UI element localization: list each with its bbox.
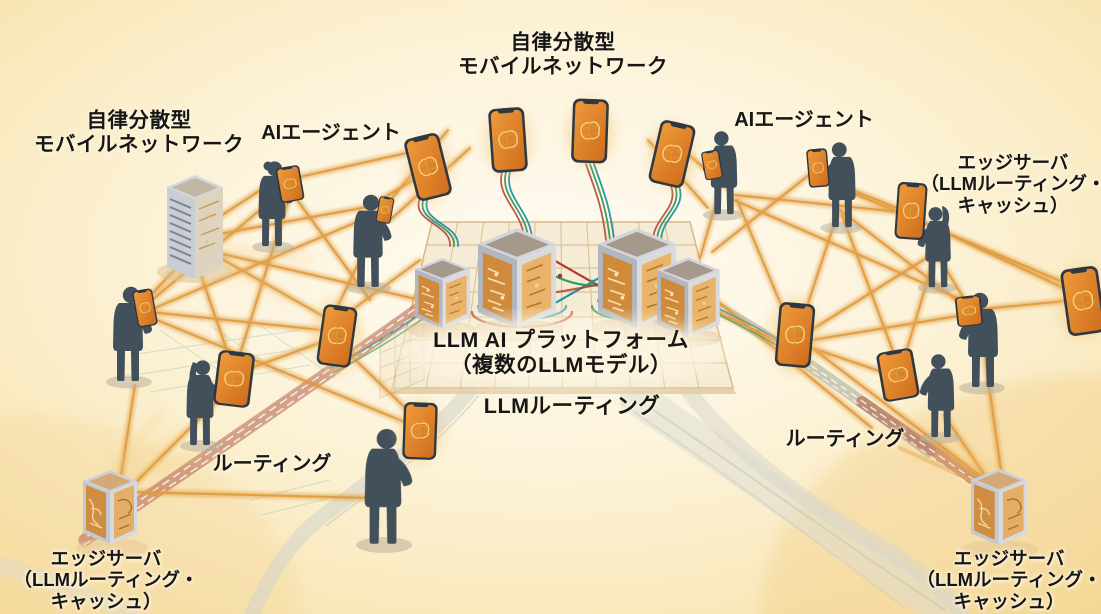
label-line: （複数のLLMモデル）	[450, 353, 672, 378]
label-routing-right: ルーティング	[785, 428, 905, 450]
llm-server-icon	[477, 227, 557, 330]
server-tower-icon	[166, 174, 224, 280]
label-haze	[397, 316, 727, 388]
label-network-left: 自律分散型 モバイルネットワーク	[34, 109, 244, 157]
label-line: キャッシュ）	[957, 194, 1069, 216]
tablet-icon	[806, 148, 830, 188]
label-network-top: 自律分散型 モバイルネットワーク	[458, 31, 668, 79]
label-line: 自律分散型	[86, 109, 192, 132]
people	[106, 131, 1005, 553]
smartphone-icon	[571, 98, 609, 163]
label-ai-agent-right: AIエージェント	[734, 109, 874, 131]
label-llm-routing: LLMルーティング	[483, 394, 661, 418]
label-line: （LLMルーティング・	[920, 173, 1101, 195]
label-line: モバイルネットワーク	[34, 133, 244, 157]
smartphone-icon	[212, 349, 255, 408]
label-ai-agent-left: AIエージェント	[261, 122, 401, 144]
label-routing-left: ルーティング	[212, 453, 332, 475]
label-line: モバイルネットワーク	[458, 55, 668, 79]
label-line: （LLMルーティング・	[13, 569, 199, 591]
label-line: （LLMルーティング・	[916, 569, 1101, 591]
label-edge-server-bottom-right: エッジサーバ （LLMルーティング・ キャッシュ）	[917, 548, 1101, 612]
gray-roads	[0, 381, 970, 614]
label-edge-server-bottom-left: エッジサーバ （LLMルーティング・ キャッシュ）	[14, 548, 199, 612]
label-line: LLM AI プラットフォーム	[433, 328, 689, 352]
tablet-icon	[955, 295, 984, 328]
edge-server-icon	[82, 469, 138, 545]
smartphone-icon	[488, 107, 528, 173]
edge-server-icon	[970, 468, 1028, 546]
label-line: エッジサーバ	[953, 548, 1065, 569]
smartphone-icon	[402, 402, 438, 460]
label-line: 自律分散型	[510, 31, 616, 54]
stream-phone-3	[585, 163, 615, 241]
label-platform: LLM AI プラットフォーム （複数のLLMモデル）	[433, 328, 689, 379]
smartphone-icon	[774, 302, 815, 369]
stream-phone-1	[417, 197, 459, 247]
label-line: エッジサーバ	[957, 152, 1069, 173]
label-line: エッジサーバ	[50, 548, 162, 569]
label-line: キャッシュ）	[953, 590, 1065, 612]
llm-server-icon	[414, 257, 471, 329]
label-line: キャッシュ）	[50, 590, 162, 612]
label-edge-server-right: エッジサーバ （LLMルーティング・ キャッシュ）	[921, 152, 1101, 216]
